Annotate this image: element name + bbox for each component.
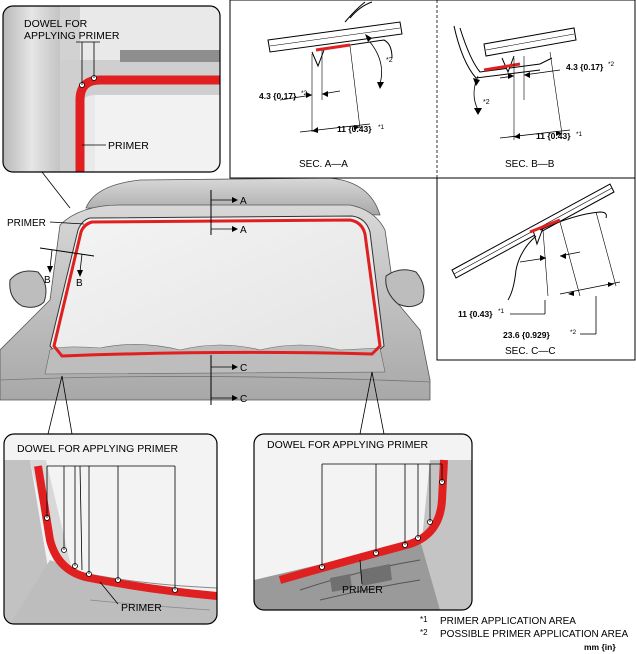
note-2-text: POSSIBLE PRIMER APPLICATION AREA: [440, 629, 629, 640]
marker-c-top: C: [240, 363, 247, 374]
marker-c-bottom: C: [240, 394, 247, 405]
sec-cc-title: SEC. C—C: [505, 346, 556, 357]
primer-label-main: PRIMER: [7, 218, 46, 229]
sec-bb-dim-1: 4.3 {0.17}: [566, 62, 604, 72]
right-mirror: [385, 269, 425, 308]
dowel-label-tl-line2: APPLYING PRIMER: [24, 30, 120, 42]
note-1-text: PRIMER APPLICATION AREA: [440, 616, 576, 627]
marker-b-left: B: [44, 275, 51, 286]
inset-tl-primer-band: [75, 75, 220, 172]
sec-aa-dim-1-note: *2: [301, 90, 308, 97]
dowel-label-br: DOWEL FOR APPLYING PRIMER: [267, 439, 428, 451]
sec-cc-dim-2: 23.6 {0.929}: [503, 330, 550, 340]
primer-label-tl: PRIMER: [108, 140, 149, 152]
sec-aa-title: SEC. A—A: [299, 159, 348, 170]
inset-bl-primer-band: [34, 465, 217, 600]
note-1-mark: *1: [420, 615, 428, 624]
car-front-view: [0, 177, 431, 401]
units-label: mm {in}: [584, 642, 616, 652]
note-2-mark: *2: [420, 628, 428, 637]
primer-label-bl: PRIMER: [121, 602, 162, 614]
sec-aa-angle-note: *2: [386, 57, 393, 64]
section-aa-drawing: [267, 1, 403, 133]
sec-aa-dim-2-note: *1: [378, 124, 385, 131]
sec-bb-dim-2-note: *1: [576, 131, 583, 138]
sec-bb-angle-note: *2: [483, 99, 490, 106]
inset-bottom-right: [253, 433, 473, 611]
sec-cc-dim-1: 11 {0.43}: [458, 309, 493, 319]
section-c-markers: [210, 355, 238, 405]
marker-a-bottom: A: [240, 225, 247, 236]
section-cc-drawing: [451, 183, 621, 335]
inset-top-left: [2, 5, 221, 173]
marker-b-right: B: [76, 278, 83, 289]
sec-cc-dim-1-note: *1: [498, 308, 505, 315]
primer-label-br: PRIMER: [342, 584, 383, 596]
sec-bb-dim-2: 11 {0.43}: [536, 131, 571, 141]
sec-cc-dim-2-note: *2: [570, 329, 577, 336]
sec-bb-title: SEC. B—B: [505, 159, 555, 170]
sec-bb-dim-1-note: *2: [608, 61, 615, 68]
section-panels: [229, 0, 636, 361]
sec-aa-dim-2: 11 {0.43}: [337, 124, 372, 134]
marker-a-top: A: [240, 196, 247, 207]
sec-aa-dim-1: 4.3 {0.17}: [259, 91, 297, 101]
section-b-markers: [39, 247, 95, 277]
section-a-markers: [210, 190, 238, 235]
left-mirror: [9, 270, 47, 308]
dowel-label-bl: DOWEL FOR APPLYING PRIMER: [17, 443, 178, 455]
inset-bottom-left: [3, 433, 218, 625]
windshield-primer-band: [52, 218, 382, 358]
dowel-label-tl-line1: DOWEL FOR: [24, 18, 88, 30]
section-bb-drawing: [453, 25, 577, 140]
